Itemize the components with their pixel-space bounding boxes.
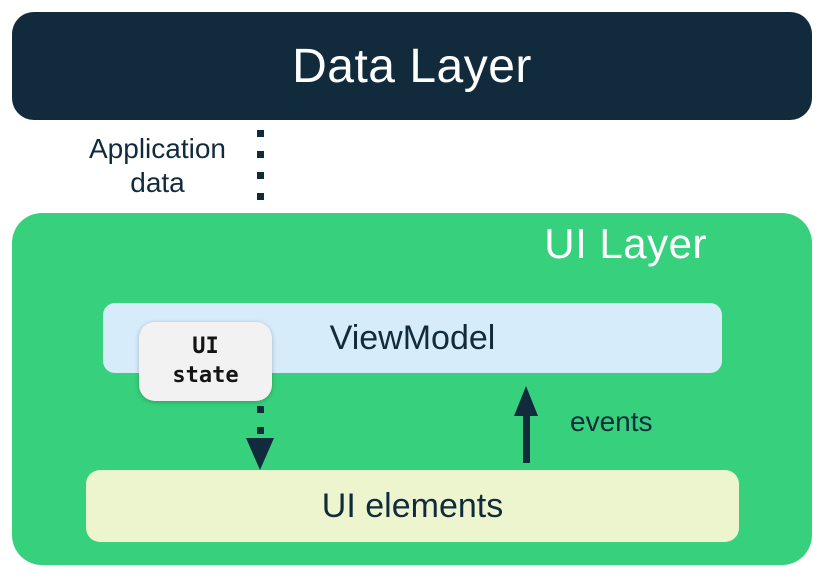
viewmodel-label: ViewModel [329,318,496,357]
ui-elements-box: UI elements [86,470,739,542]
down-arrowhead-icon [246,438,274,470]
dotted-arrow-line-app-data [257,130,264,264]
data-layer-box: Data Layer [12,12,812,120]
application-data-label: Application data [89,133,226,198]
events-arrow-line [523,414,530,463]
dotted-arrow-line-ui-state [257,406,264,440]
ui-state-label: UI state [172,333,239,388]
up-arrowhead-icon [514,386,538,416]
ui-elements-label: UI elements [321,486,504,525]
events-label: events [570,406,653,437]
ui-state-badge: UI state [139,322,272,401]
data-layer-label: Data Layer [292,39,532,93]
ui-layer-label: UI Layer [544,220,707,267]
